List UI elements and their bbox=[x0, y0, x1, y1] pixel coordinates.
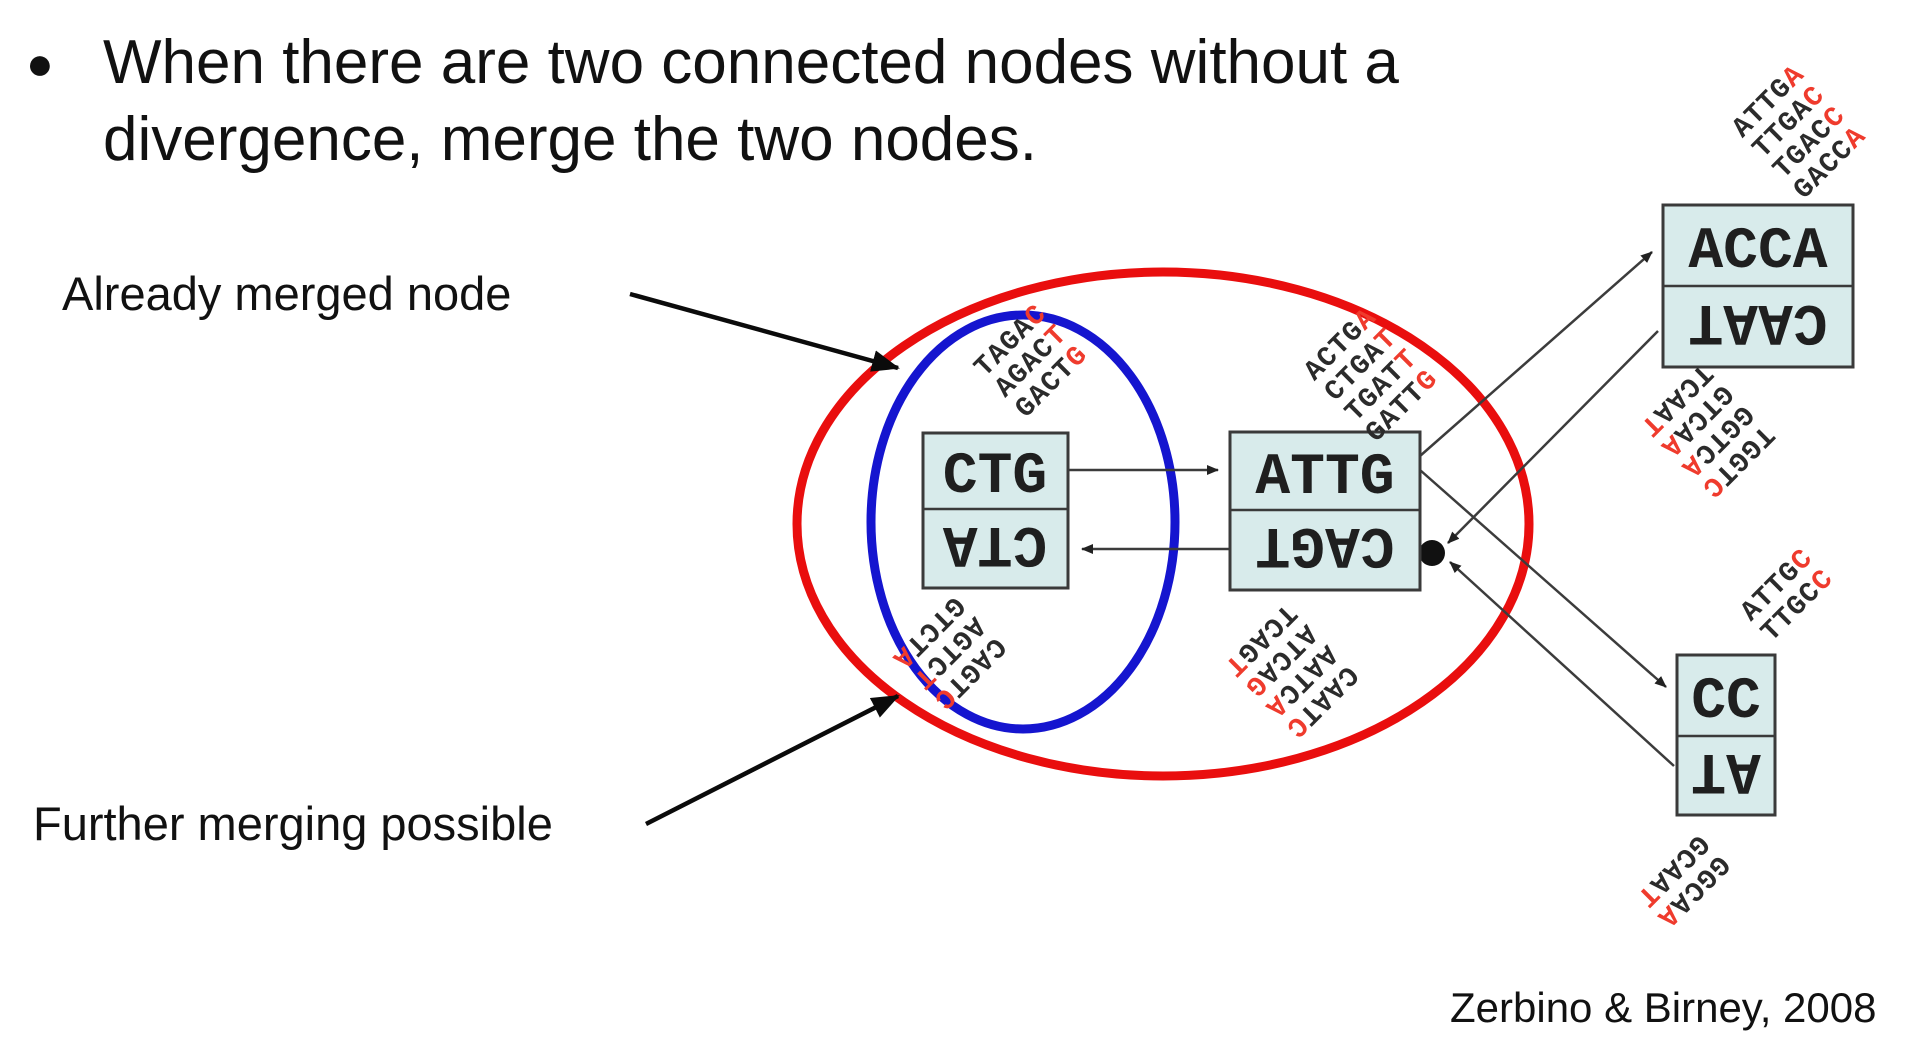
node-ctg: CTG CTA bbox=[921, 431, 1070, 590]
node-attg-top-label: ATTG bbox=[1255, 446, 1394, 511]
merge-point-dot bbox=[1419, 540, 1445, 566]
further-merging-label: Further merging possible bbox=[33, 797, 553, 850]
node-ctg-bottom-label: CTA bbox=[943, 510, 1048, 575]
slide-title: When there are two connected nodes witho… bbox=[103, 28, 1399, 174]
node-acca-bottom-label: CAAT bbox=[1688, 288, 1827, 353]
bullet-marker: ● bbox=[26, 37, 54, 89]
citation: Zerbino & Birney, 2008 bbox=[1450, 984, 1877, 1031]
node-attg-bottom-label: CAGT bbox=[1255, 511, 1394, 576]
arrow-further-merging bbox=[644, 693, 900, 827]
node-cc-top-label: CC bbox=[1691, 670, 1761, 735]
edge-attg-to-cc bbox=[1419, 469, 1667, 688]
edge-caat-to-cagt bbox=[1447, 330, 1659, 544]
node-acca-top-label: ACCA bbox=[1688, 220, 1827, 285]
node-acca: ACCA CAAT bbox=[1661, 203, 1855, 369]
node-attg: ATTG CAGT bbox=[1228, 430, 1422, 592]
node-ctg-top-label: CTG bbox=[943, 445, 1047, 510]
already-merged-label: Already merged node bbox=[62, 267, 512, 320]
edge-attg-to-acca bbox=[1419, 251, 1653, 457]
node-cc-bottom-label: AT bbox=[1691, 737, 1761, 802]
edge-at-to-cagt bbox=[1449, 561, 1675, 767]
arrow-already-merged bbox=[629, 291, 900, 372]
graph-edges bbox=[1068, 251, 1675, 767]
blue-ellipse-already-merged bbox=[866, 310, 1180, 734]
red-ellipse-further-merging bbox=[792, 267, 1534, 781]
node-cc: CC AT bbox=[1675, 653, 1777, 817]
node-ctg-box bbox=[921, 431, 1070, 590]
